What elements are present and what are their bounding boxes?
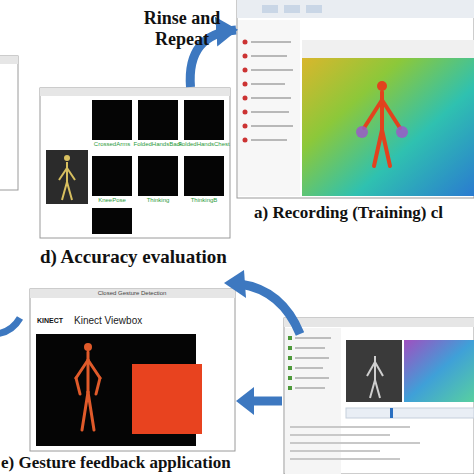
screen-text: CrossedArms [94, 141, 130, 148]
edge-label: Rinse and Repeat [132, 8, 232, 49]
evaluation-screenshot [40, 88, 230, 238]
screen-text: Thinking [147, 197, 170, 204]
window-titlebar [0, 56, 18, 64]
figure-head [377, 81, 387, 91]
depth-header [302, 40, 474, 58]
window-frame [40, 88, 230, 238]
flow-arrow [252, 397, 282, 406]
screen-text: KINECT [37, 317, 63, 325]
preview-tile [46, 150, 88, 204]
partial-window [0, 56, 18, 190]
window-frame [284, 318, 474, 474]
timeline-cursor [390, 408, 393, 418]
preview-head [64, 155, 70, 161]
infrared-image [346, 340, 402, 402]
screen-text: Kinect Viewbox [74, 315, 142, 326]
feedback-screenshot [30, 289, 235, 451]
depth-image [302, 40, 474, 196]
screenshot-panel: a) Recording (Training) cl [236, 0, 474, 226]
flow-arrow [240, 284, 300, 334]
toolbar-tab [306, 5, 322, 13]
list-icons [243, 40, 248, 143]
screen-text: Closed Gesture Detection [98, 290, 167, 297]
screenshot-panel: d) Accuracy evaluation [40, 87, 255, 270]
side-panel [238, 20, 300, 196]
screen-text: FoldedHandsChest [178, 141, 229, 148]
hand-marker [396, 126, 408, 138]
feedback-square [132, 364, 202, 434]
arrow-head [236, 387, 254, 415]
panel-caption: a) Recording (Training) cl [254, 204, 443, 223]
flow-arrow [0, 318, 20, 334]
window-frame [30, 289, 235, 451]
side-panel [285, 328, 341, 474]
screen-text: ThinkingB [191, 197, 218, 204]
window-titlebar [40, 88, 230, 96]
window-titlebar [30, 289, 235, 298]
toolbar-tab [284, 5, 300, 13]
gesture-tiles [92, 100, 224, 234]
list-lines [295, 337, 331, 389]
timeline [346, 408, 474, 418]
skeleton-head [84, 343, 92, 351]
list-icons [288, 336, 292, 390]
body-figure [364, 92, 400, 166]
screen-text: KneePose [98, 197, 126, 204]
arrow-head [224, 270, 246, 298]
depth-image [404, 340, 474, 402]
list-lines [251, 41, 293, 141]
panel-caption: e) Gesture feedback application [1, 454, 231, 473]
toolbar [237, 0, 474, 18]
recording-screenshot [237, 0, 474, 198]
skeleton [76, 352, 100, 430]
hand-marker [356, 126, 368, 138]
log-lines [290, 426, 420, 460]
screen-text: FoldedHandsBack [133, 141, 182, 148]
builder-screenshot [284, 318, 474, 474]
toolbar-tab [262, 5, 278, 13]
infrared-figure [367, 356, 383, 398]
window-frame [237, 0, 474, 198]
panel-caption: d) Accuracy evaluation [40, 247, 227, 268]
preview-figure [59, 162, 75, 200]
window-titlebar [284, 318, 474, 327]
